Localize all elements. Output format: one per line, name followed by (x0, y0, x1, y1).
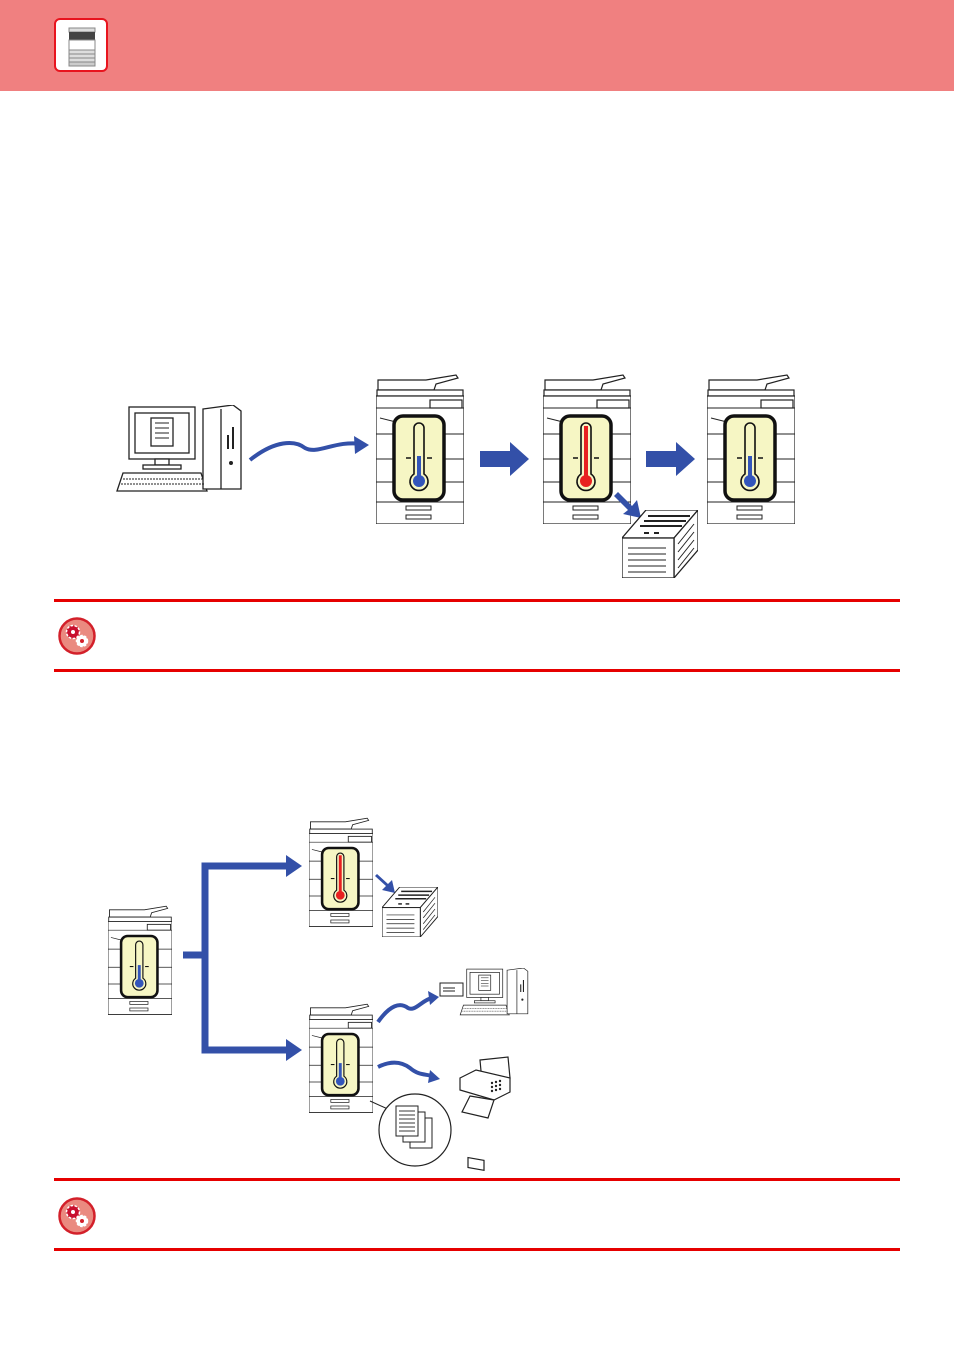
page-header (0, 0, 954, 91)
stored-documents-icon (369, 1093, 452, 1167)
gears-settings-icon (58, 1197, 96, 1235)
arrowhead (428, 1070, 440, 1083)
computer-icon (459, 968, 529, 1016)
note-top-rule (54, 599, 900, 602)
note-top-rule (54, 1178, 900, 1181)
thermometer-cold-icon (320, 1032, 360, 1097)
arrowhead (286, 855, 302, 877)
arrowhead (428, 991, 439, 1005)
note-bottom-rule (54, 669, 900, 672)
arrowhead (354, 436, 369, 454)
thermometer-cold-icon (392, 414, 446, 502)
fax-icon (459, 1056, 511, 1172)
fax-send-arrow (377, 1060, 433, 1078)
printed-paper-stack-icon (622, 510, 698, 578)
thermometer-cold-icon (723, 414, 777, 502)
printed-paper-stack-icon (382, 887, 438, 937)
network-send-arrow (248, 441, 363, 462)
thermometer-hot-icon (559, 414, 613, 502)
note-bottom-rule (54, 1248, 900, 1251)
thermometer-hot-icon (320, 846, 360, 911)
computer-icon (116, 405, 242, 492)
multifunction-printer-icon (54, 18, 108, 72)
thermometer-cold-icon (119, 934, 159, 999)
right-arrow-icon (480, 442, 529, 476)
right-arrow-icon (646, 442, 695, 476)
network-send-arrow (376, 996, 433, 1024)
gears-settings-icon (58, 617, 96, 655)
arrowhead (286, 1039, 302, 1061)
email-envelope-icon (439, 982, 464, 997)
output-arrow-icon (614, 492, 641, 518)
branch-connector (183, 862, 288, 1054)
output-arrow-icon (375, 874, 395, 893)
